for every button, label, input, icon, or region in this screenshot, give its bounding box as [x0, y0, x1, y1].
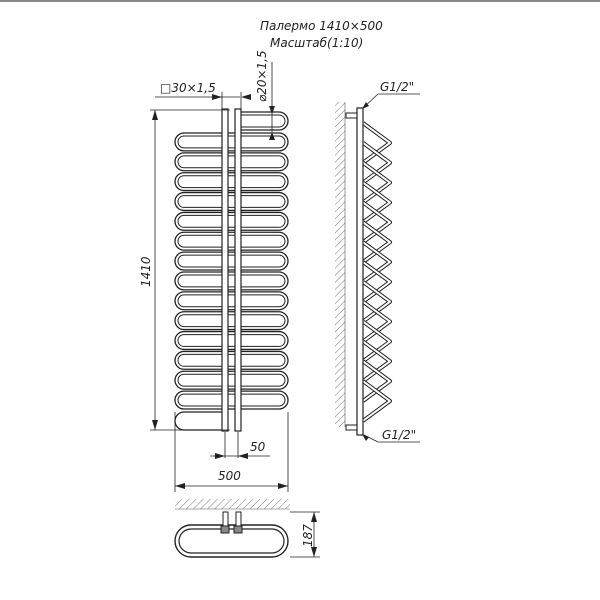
loop-inner	[177, 175, 286, 189]
loop-outer	[174, 152, 289, 172]
loop-outer	[174, 132, 289, 152]
loop-outer	[174, 311, 289, 331]
zigzag-fill	[362, 340, 391, 382]
loop-inner	[177, 314, 286, 328]
zigzag-fill	[362, 181, 391, 224]
loop-outer	[174, 271, 289, 291]
thread-top-label: G1/2"	[380, 80, 414, 94]
zigzag-outline	[361, 141, 392, 185]
zigzag-fill	[362, 221, 391, 263]
loop-inner	[177, 334, 286, 347]
zigzag-outline	[361, 300, 392, 344]
depth-label: 187	[301, 524, 315, 547]
loop-inner	[177, 274, 286, 288]
loop-inner	[177, 254, 286, 268]
pipe-diameter-label: ⌀20×1,5	[255, 50, 269, 102]
loop-outer	[174, 231, 289, 251]
top-half-loop-inner	[241, 114, 286, 128]
loop-inner	[177, 214, 286, 228]
zigzag-outline	[361, 200, 392, 244]
loop-outer	[174, 211, 289, 231]
loop-outer	[174, 291, 289, 311]
zigzag-outline	[361, 359, 392, 403]
title-model: Палермо 1410×500	[260, 19, 383, 33]
zigzag-outline	[361, 240, 392, 284]
loop-inner	[177, 393, 286, 407]
zigzag-fill	[362, 360, 391, 402]
loop-inner	[177, 135, 286, 149]
front-view	[174, 108, 289, 432]
top-view	[174, 499, 290, 558]
loop-outer	[174, 350, 289, 370]
zigzag-fill	[362, 261, 391, 303]
zigzag-outline	[361, 339, 392, 383]
width-label: 500	[218, 469, 241, 483]
loop-outer	[174, 390, 289, 410]
zigzag-outline	[361, 260, 392, 304]
zigzag-outline	[361, 161, 392, 205]
dimension-arrows	[152, 94, 369, 557]
loop-outer	[174, 251, 289, 271]
loop-outer	[174, 330, 289, 351]
zigzag-fill	[362, 161, 391, 204]
loop-outer	[174, 370, 289, 390]
collector-pipe-left	[221, 108, 229, 432]
top-half-loop	[241, 111, 289, 131]
height-label: 1410	[139, 256, 153, 287]
loop-outer	[174, 191, 289, 212]
collector-pipe-right	[234, 108, 242, 432]
zigzag-outline	[361, 280, 392, 324]
zigzag-outline	[361, 180, 392, 224]
loop-inner	[177, 195, 286, 208]
loop-inner	[177, 373, 286, 387]
square-profile-label: □30×1,5	[160, 81, 216, 95]
loop-outer	[174, 172, 289, 192]
loop-inner	[177, 294, 286, 308]
loop-inner	[177, 353, 286, 367]
thread-bottom-label: G1/2"	[382, 428, 416, 442]
zigzag-outline	[361, 319, 392, 363]
side-view	[335, 102, 392, 436]
zigzag-fill	[362, 380, 391, 422]
loop-inner	[177, 234, 286, 248]
zigzag-fill	[362, 320, 391, 363]
zigzag-outline	[361, 121, 392, 165]
zigzag-fill	[362, 300, 391, 343]
zigzag-fill	[362, 122, 391, 164]
zigzag-outline	[361, 379, 392, 423]
zigzag-outline	[361, 220, 392, 264]
title-scale: Масштаб(1:10)	[270, 36, 363, 50]
bracket-top	[345, 112, 359, 119]
bottom-half-loop	[174, 411, 222, 431]
pipe-spacing-label: 50	[250, 440, 266, 454]
zigzag-fill	[362, 241, 391, 283]
loop-inner	[177, 155, 286, 169]
bracket-bottom	[345, 424, 359, 431]
zigzag-fill	[362, 142, 391, 184]
side-collector-pipe	[356, 107, 364, 436]
zigzag-fill	[362, 201, 391, 243]
zigzag-fill	[362, 281, 391, 323]
